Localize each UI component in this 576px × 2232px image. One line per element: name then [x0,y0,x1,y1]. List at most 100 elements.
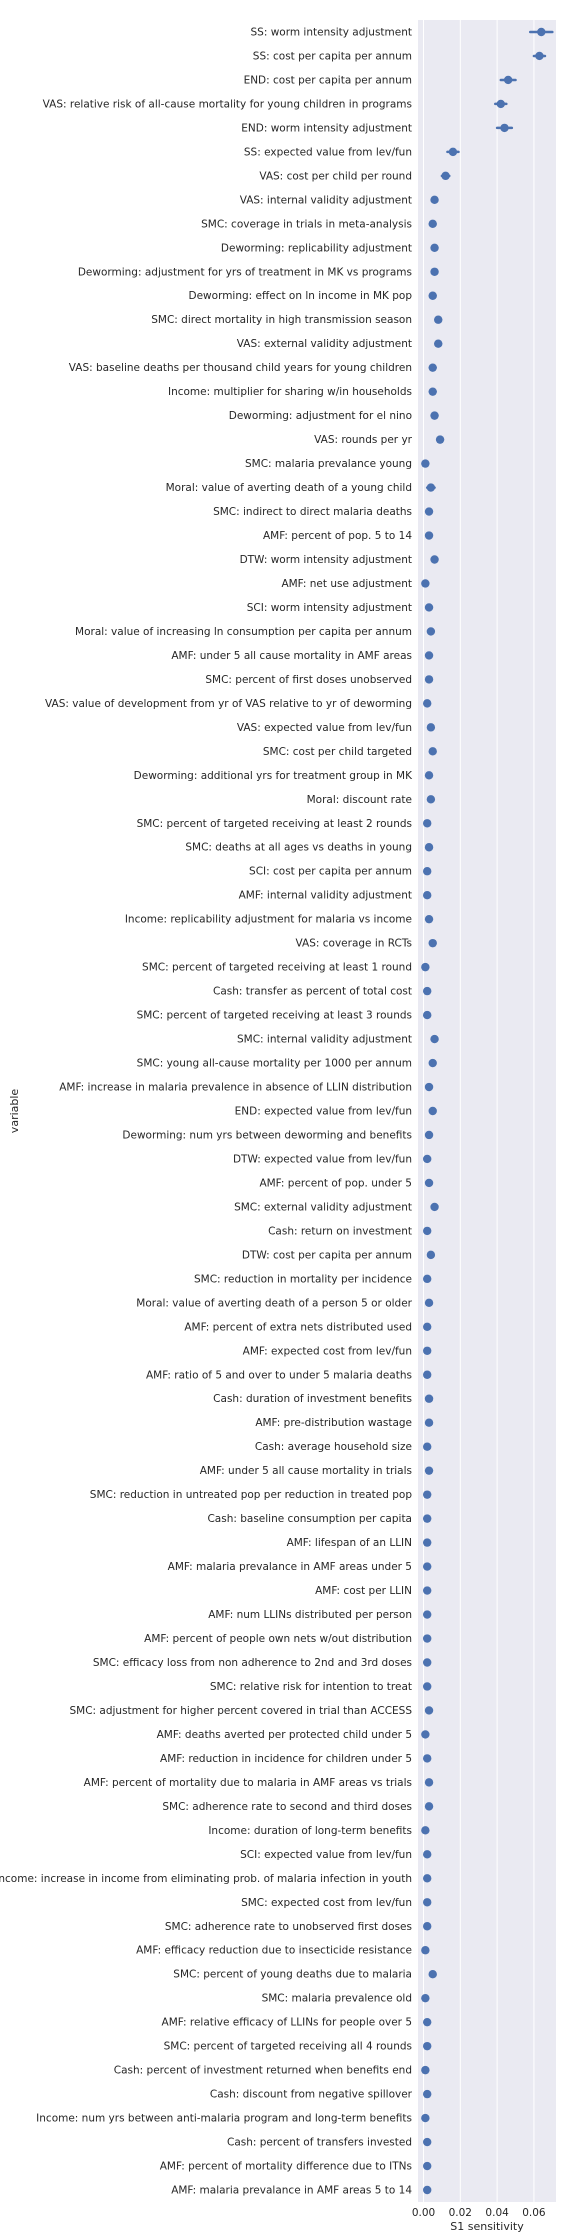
data-point [424,1466,434,1475]
y-tick-label: Deworming: adjustment for el nino [229,410,412,422]
data-point [423,2089,432,2099]
x-tick-label: 0.04 [485,2207,509,2219]
data-point [423,699,432,708]
data-point [428,219,437,229]
data-point [500,123,509,133]
data-point [537,27,546,37]
y-tick-label: VAS: value of development from yr of VAS… [45,698,412,710]
data-point [430,1034,439,1044]
data-point [423,1634,432,1643]
y-tick-label: AMF: cost per LLIN [315,1585,412,1597]
data-point [434,339,443,348]
y-tick-label: SMC: reduction in mortality per incidenc… [194,1273,412,1285]
y-tick-label: AMF: pre-distribution wastage [255,1417,412,1429]
y-tick-label: SMC: percent of targeted receiving at le… [142,962,412,974]
data-point [424,1298,434,1308]
data-point [423,1490,432,1499]
data-point [428,1058,437,1068]
data-point [428,747,437,756]
y-tick-label: AMF: deaths averted per protected child … [157,1729,412,1741]
y-tick-label: SMC: reduction in untreated pop per redu… [90,1489,413,1501]
y-tick-label: SMC: direct mortality in high transmissi… [151,314,412,326]
data-point [423,1898,432,1907]
data-point [423,1514,432,1523]
data-point [423,1226,432,1236]
data-point [423,2017,432,2027]
data-point [424,603,434,612]
y-tick-label: Deworming: adjustment for yrs of treatme… [78,266,412,278]
y-tick-label: Cash: duration of investment benefits [213,1393,412,1405]
x-tick-label: 0.00 [412,2207,435,2219]
data-point [423,867,432,876]
data-point [430,1202,439,1212]
x-tick-label: 0.06 [522,2207,546,2219]
data-point [426,723,436,732]
plot-area [418,20,556,2202]
y-tick-label: Deworming: additional yrs for treatment … [134,770,413,782]
y-tick-label: SMC: percent of first doses unobserved [205,674,412,686]
data-point [421,459,430,468]
y-tick-label: SCI: cost per capita per annum [249,866,412,878]
y-tick-label: AMF: percent of pop. 5 to 14 [263,530,412,542]
y-tick-label: SMC: deaths at all ages vs deaths in you… [185,842,412,854]
y-tick-label: AMF: percent of mortality difference due… [160,2161,412,2173]
y-tick-label: SMC: percent of targeted receiving at le… [137,818,412,830]
y-tick-label: Moral: value of averting death of a youn… [166,482,412,494]
data-point [423,1586,432,1595]
data-point [421,1993,430,2003]
data-point [423,1538,432,1547]
y-tick-label: Cash: percent of investment returned whe… [114,2065,412,2077]
data-point [424,1130,434,1140]
data-point [423,1922,432,1931]
y-tick-label: Cash: baseline consumption per capita [207,1513,412,1525]
y-tick-label: AMF: expected cost from lev/fun [243,1345,412,1357]
data-point [426,483,436,492]
y-tick-label: Cash: transfer as percent of total cost [213,986,412,998]
y-tick-label: VAS: external validity adjustment [237,338,412,350]
grid-lines [423,20,535,2202]
data-point [423,1658,432,1667]
data-point [424,1778,434,1787]
data-point [535,51,544,61]
data-point [430,555,439,564]
y-tick-label: Moral: value of averting death of a pers… [136,1297,412,1309]
data-point [423,1154,432,1164]
data-point [423,1850,432,1859]
y-tick-label: VAS: cost per child per round [259,170,412,182]
y-tick-label: AMF: ratio of 5 and over to under 5 mala… [146,1369,412,1381]
y-tick-label: Income: increase in income from eliminat… [0,1873,412,1885]
y-tick-label: SMC: malaria prevalance young [245,458,412,470]
data-point [423,1754,432,1763]
data-point [426,795,436,804]
y-tick-label: VAS: expected value from lev/fun [237,722,412,734]
data-point [496,99,505,109]
y-tick-label: Cash: percent of transfers invested [227,2137,412,2149]
data-point [423,1370,432,1379]
data-point [423,1682,432,1691]
data-point [421,962,430,972]
data-point [424,507,434,516]
data-point [424,651,434,660]
y-tick-label: SS: expected value from lev/fun [244,146,412,158]
data-point [428,1106,437,1116]
y-tick-label: VAS: internal validity adjustment [240,194,412,206]
y-tick-label: SMC: young all-cause mortality per 1000 … [137,1058,412,1070]
data-point [435,435,445,444]
y-tick-label: AMF: under 5 all cause mortality in tria… [200,1465,412,1477]
y-tick-label: SMC: malaria prevalence old [262,1993,412,2005]
data-point [428,1970,437,1979]
y-tick-label: Income: multiplier for sharing w/in hous… [168,386,412,398]
data-point [430,243,439,252]
y-tick-label: AMF: relative efficacy of LLINs for peop… [162,2017,412,2029]
data-point [430,195,439,205]
y-tick-label: SMC: adherence rate to unobserved first … [165,1921,412,1933]
data-points [421,27,554,2195]
y-tick-label: Cash: return on investment [268,1225,412,1237]
data-point [424,1802,434,1811]
data-point [423,2185,432,2195]
data-point [424,1394,434,1403]
data-point [428,363,437,372]
y-tick-label: VAS: relative risk of all-cause mortalit… [43,98,412,110]
x-tick-label: 0.02 [449,2207,472,2219]
